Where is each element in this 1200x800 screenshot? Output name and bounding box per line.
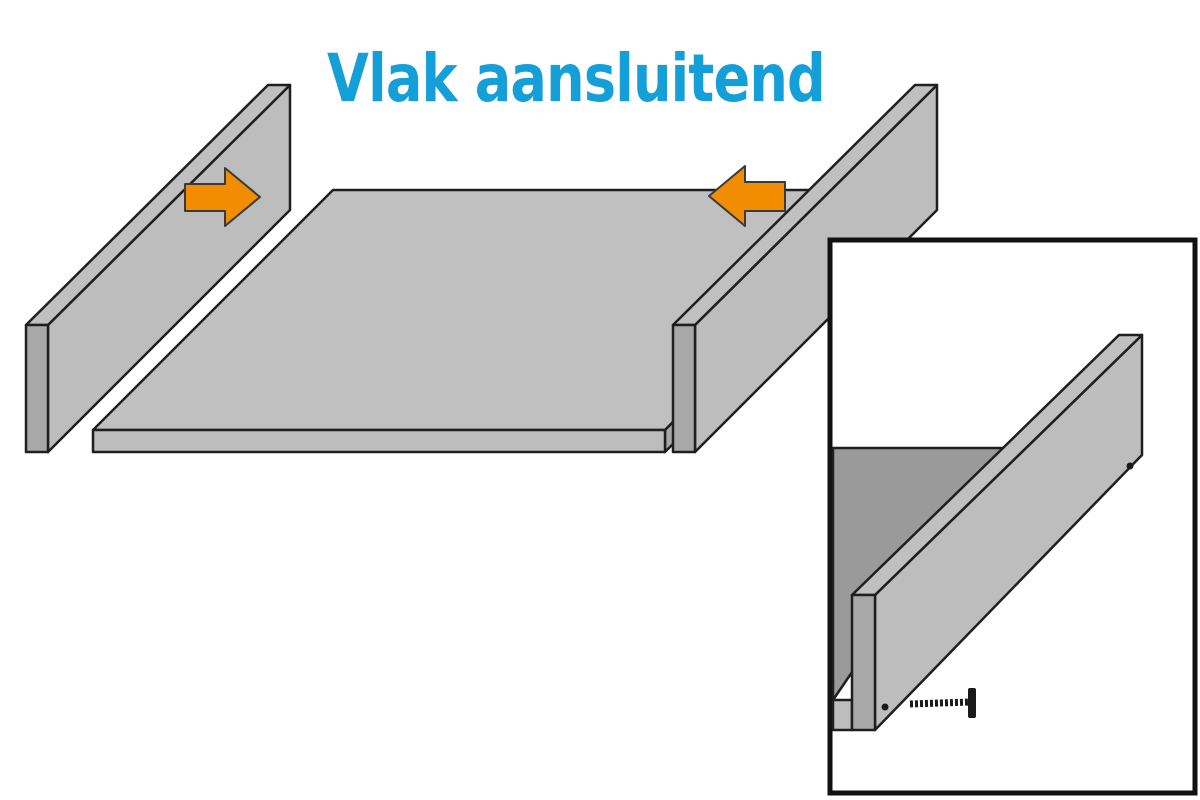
- detail-board-edge: [831, 698, 854, 732]
- screw-hole-lower: [881, 703, 889, 711]
- right-side-panel: [671, 83, 939, 454]
- bottom-board-front: [91, 428, 667, 454]
- detail-inset: [827, 237, 1198, 796]
- arrow-left-icon: [708, 165, 786, 227]
- right-panel-edge: [671, 323, 697, 454]
- screw-icon: [909, 688, 976, 718]
- left-panel-edge: [24, 323, 50, 454]
- diagram-title: Vlak aansluitend: [327, 40, 826, 117]
- screw-hole-upper: [1126, 462, 1134, 470]
- detail-panel-edge: [850, 593, 877, 732]
- arrow-right-icon: [184, 167, 261, 227]
